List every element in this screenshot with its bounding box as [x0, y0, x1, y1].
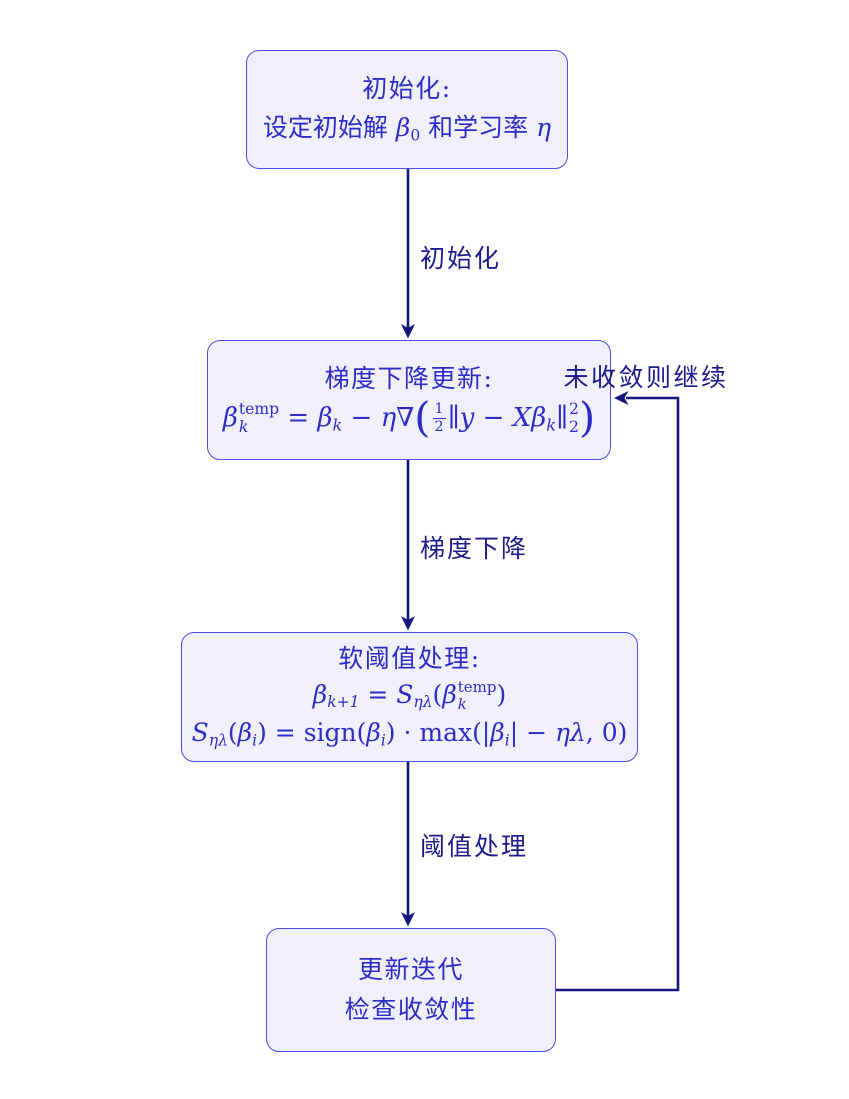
node-init-line2: 设定初始解 β0 和学习率 η — [262, 113, 552, 145]
edge-label-init: 初始化 — [420, 244, 502, 273]
edge-label-gradient-descent: 梯度下降 — [420, 534, 529, 563]
node-soft-title: 软阈值处理: — [338, 643, 481, 673]
arrowhead-down-icon — [401, 912, 415, 927]
node-update-iterate: 更新迭代 检查收敛性 — [266, 928, 556, 1052]
node-init: 初始化: 设定初始解 β0 和学习率 η — [246, 50, 568, 169]
arrowhead-down-icon — [401, 324, 415, 339]
node-init-title: 初始化: — [362, 74, 452, 104]
edge-label-not-converged: 未收敛则继续 — [563, 363, 729, 392]
arrowhead-left-icon — [614, 391, 629, 405]
arrowhead-down-icon — [401, 616, 415, 631]
edge-label-threshold: 阈值处理 — [420, 832, 529, 861]
node-gradient-title: 梯度下降更新: — [324, 363, 494, 393]
node-soft-formula2: Sηλ(βi) = sign(βi) · max(|βi| − ηλ, 0) — [191, 718, 628, 750]
node-update-line2: 检查收敛性 — [344, 995, 478, 1024]
node-update-line1: 更新迭代 — [357, 955, 464, 984]
